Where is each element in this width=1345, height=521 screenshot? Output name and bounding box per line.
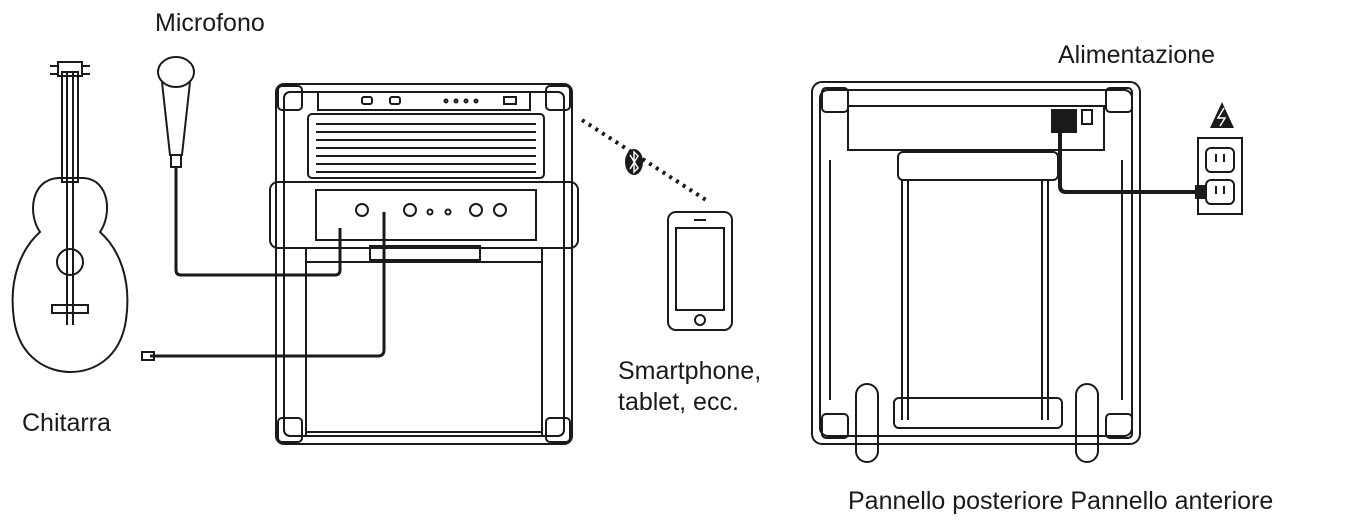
microphone-cable (174, 167, 342, 277)
label-guitar: Chitarra (22, 409, 111, 437)
label-microphone: Microfono (155, 9, 265, 37)
label-smartphone-line2: tablet, ecc. (618, 387, 739, 416)
bluetooth-icon (625, 149, 643, 175)
label-power: Alimentazione (1058, 41, 1216, 69)
high-voltage-icon (1210, 102, 1234, 128)
guitar-cable (150, 212, 386, 358)
bluetooth-link-dotted (580, 118, 708, 202)
power-cable (1058, 132, 1200, 194)
speaker-front-icon (269, 83, 579, 445)
wall-outlet-icon (1197, 137, 1243, 215)
microphone-icon (157, 56, 195, 168)
label-smartphone-line1: Smartphone, (618, 357, 762, 385)
speaker-rear-icon (811, 81, 1141, 463)
smartphone-icon (667, 211, 733, 331)
label-smartphone: Smartphone, tablet, ecc. (618, 356, 761, 417)
guitar-icon (11, 61, 129, 374)
label-panels: Pannello posteriore Pannello anteriore (848, 487, 1274, 515)
